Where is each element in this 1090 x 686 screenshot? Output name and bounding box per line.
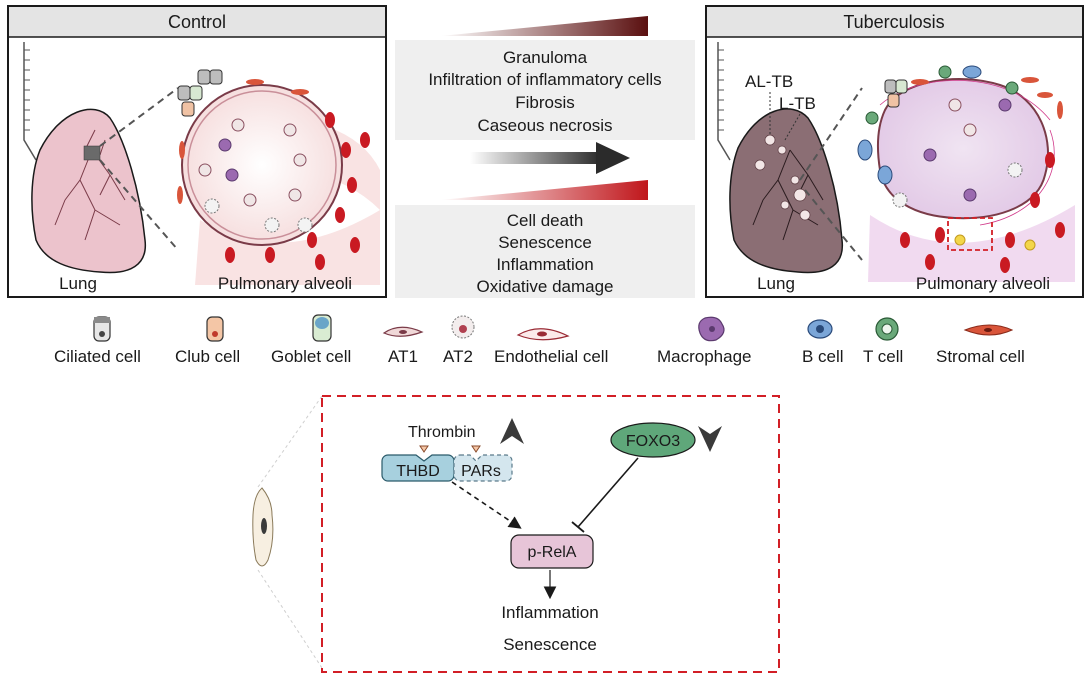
pars-box (453, 454, 513, 482)
thrombin-label: Thrombin (408, 424, 476, 441)
foxo3-down-arrow-icon (698, 426, 722, 452)
lower-change-list: Cell death Senescence Inflammation Oxida… (476, 211, 613, 296)
ciliated-cell-icon (93, 316, 111, 342)
cell-legend: Ciliated cell Club cell Goblet cell AT1 … (54, 314, 1025, 366)
thrombin-up-arrow-icon (500, 418, 524, 444)
mechanism-panel: Thrombin THBD PARs FOXO3 p-RelA Inflamma… (252, 395, 780, 673)
increase-gradient-upper (440, 16, 648, 36)
highlight-box (947, 217, 993, 251)
goblet-cell-icon (312, 314, 332, 342)
trachea-icon (717, 42, 731, 161)
legend-label: Endothelial cell (494, 347, 608, 366)
outcome-inflammation: Inflammation (501, 603, 598, 622)
legend-label: B cell (802, 347, 844, 366)
mechanism-dashed-box (321, 395, 780, 673)
increase-gradient-lower (440, 180, 648, 200)
legend-label: Club cell (175, 347, 240, 366)
tb-lung-label: Lung (757, 274, 795, 293)
change-item: Inflammation (496, 255, 593, 274)
p-rela-box (510, 534, 594, 569)
center-changes: Granuloma Infiltration of inflammatory c… (395, 16, 695, 298)
change-item: Cell death (507, 211, 584, 230)
l-tb-label: L-TB (779, 94, 816, 113)
trachea-icon (23, 42, 37, 161)
change-item: Infiltration of inflammatory cells (428, 70, 661, 89)
at2-cell-icon (451, 315, 475, 339)
b-cell-icon (807, 319, 833, 339)
at1-cell-icon (382, 326, 424, 337)
legend-label: Ciliated cell (54, 347, 141, 366)
change-item: Granuloma (503, 48, 588, 67)
change-item: Caseous necrosis (477, 116, 612, 135)
control-lung-label: Lung (59, 274, 97, 293)
control-panel: Control (7, 5, 387, 298)
control-alveolus (181, 84, 343, 246)
legend-label: T cell (863, 347, 903, 366)
control-lung-icon (31, 108, 146, 274)
foxo3-inhibition-line (577, 457, 639, 528)
change-item: Senescence (498, 233, 592, 252)
tb-alveoli-label: Pulmonary alveoli (916, 274, 1050, 293)
legend-label: Stromal cell (936, 347, 1025, 366)
legend-label: Macrophage (657, 347, 752, 366)
p-rela-label: p-RelA (528, 544, 577, 561)
stromal-cell-icon (963, 324, 1014, 336)
upper-change-list: Granuloma Infiltration of inflammatory c… (428, 48, 661, 135)
change-item: Oxidative damage (476, 277, 613, 296)
change-item: Fibrosis (515, 93, 575, 112)
legend-label: AT1 (388, 347, 418, 366)
t-cell-icon (875, 317, 899, 341)
macrophage-icon (698, 316, 725, 342)
legend-label: AT2 (443, 347, 473, 366)
progression-arrow-icon (470, 142, 630, 174)
legend-label: Goblet cell (271, 347, 351, 366)
control-title: Control (168, 12, 226, 32)
club-cell-icon (206, 316, 224, 342)
outcome-senescence: Senescence (503, 635, 597, 654)
al-tb-label: AL-TB (745, 72, 793, 91)
foxo3-ellipse (610, 422, 696, 458)
endothelial-cell-icon (516, 328, 570, 341)
tb-lung-icon (729, 108, 844, 274)
tb-title: Tuberculosis (843, 12, 944, 32)
thbd-box (381, 454, 455, 482)
thbd-activation-arrow (451, 481, 522, 529)
control-alveoli-label: Pulmonary alveoli (218, 274, 352, 293)
tb-panel: Tuberculosis AL-TB L-TB (705, 5, 1084, 298)
pars-label: PARs (461, 463, 501, 480)
thbd-label: THBD (396, 463, 440, 480)
foxo3-label: FOXO3 (626, 433, 680, 450)
